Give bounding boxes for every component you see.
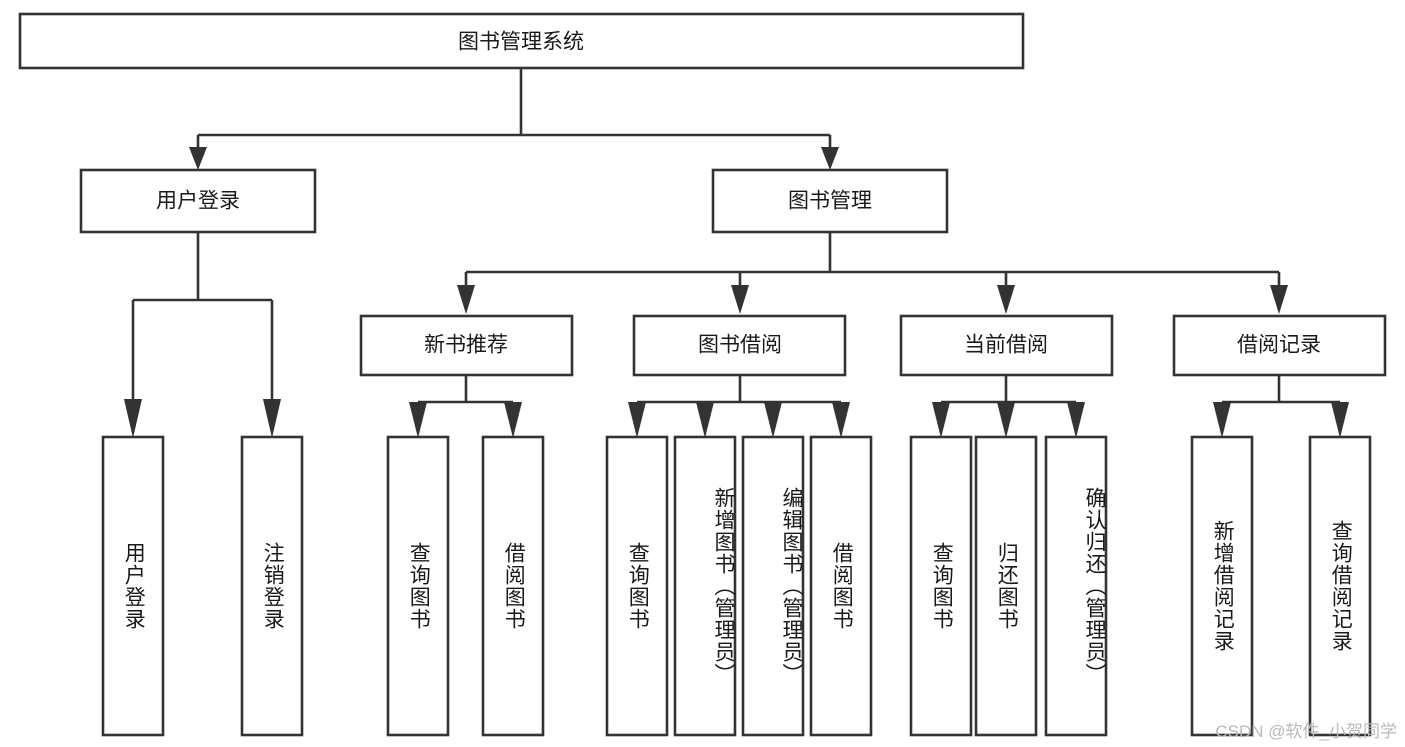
connector-group-bookmgmt (457, 232, 1288, 314)
node-new-book-recommend-label: 新书推荐 (424, 334, 508, 357)
connector-group-current (932, 375, 1085, 438)
leaf-box-logout[interactable] (240, 435, 304, 737)
node-root-box[interactable] (18, 12, 1025, 70)
arrowhead-current-child-1 (932, 402, 950, 438)
arrowhead-newbook-child-2 (504, 402, 522, 438)
node-book-management-box[interactable] (711, 168, 949, 234)
node-book-management-label: 图书管理 (788, 190, 872, 213)
arrowhead-borrow-child-1 (628, 402, 646, 438)
node-user-login-box[interactable] (79, 168, 317, 234)
node-current-borrow-label: 当前借阅 (964, 334, 1048, 357)
arrowhead-current-child-2 (997, 402, 1015, 438)
leaf-box-borrow-book-b[interactable] (809, 435, 873, 737)
node-new-book-recommend-box[interactable] (359, 314, 574, 377)
arrowhead-current-child-3 (1067, 402, 1085, 438)
connector-group-root (189, 68, 839, 170)
node-root-label: 图书管理系统 (458, 31, 584, 54)
arrowhead-bookmgmt-child-3 (997, 285, 1015, 314)
node-user-login-label: 用户登录 (156, 190, 240, 213)
leaf-box-edit-book-admin[interactable] (741, 435, 805, 737)
leaf-box-user-login[interactable] (101, 435, 165, 737)
leaf-box-add-borrow-record[interactable] (1190, 435, 1254, 737)
connector-group-newbook (409, 375, 522, 438)
arrowhead-borrow-child-3 (764, 402, 782, 438)
leaf-box-return-book[interactable] (974, 435, 1038, 737)
leaf-box-query-book-b[interactable] (605, 435, 669, 737)
arrowhead-root-to-bookmgmt (821, 147, 839, 170)
connector-group-borrow (628, 375, 850, 438)
arrowhead-borrow-child-2 (696, 402, 714, 438)
connector-group-records (1213, 375, 1349, 438)
node-book-borrow-box[interactable] (632, 314, 847, 377)
arrowhead-bookmgmt-child-4 (1270, 285, 1288, 314)
arrowhead-borrow-child-4 (832, 402, 850, 438)
node-book-borrow-label: 图书借阅 (698, 334, 782, 357)
arrowhead-records-child-1 (1213, 402, 1231, 438)
connector-group-login (124, 232, 281, 438)
leaf-box-query-book-a[interactable] (386, 435, 450, 737)
arrowhead-root-to-login (189, 147, 207, 170)
leaf-box-borrow-book-a[interactable] (481, 435, 545, 737)
arrowhead-login-child-2 (263, 399, 281, 438)
arrowhead-newbook-child-1 (409, 402, 427, 438)
leaf-box-query-borrow-record[interactable] (1308, 435, 1372, 737)
leaf-box-add-book-admin[interactable] (673, 435, 737, 737)
arrowhead-bookmgmt-child-2 (731, 285, 749, 314)
node-borrow-record-box[interactable] (1172, 314, 1387, 377)
leaf-box-confirm-return-admin[interactable] (1044, 435, 1108, 737)
node-borrow-record-label: 借阅记录 (1237, 334, 1321, 357)
arrowhead-bookmgmt-child-1 (457, 285, 475, 314)
node-current-borrow-box[interactable] (899, 314, 1114, 377)
arrowhead-login-child-1 (124, 399, 142, 438)
arrowhead-records-child-2 (1331, 402, 1349, 438)
leaf-box-query-book-c[interactable] (909, 435, 973, 737)
